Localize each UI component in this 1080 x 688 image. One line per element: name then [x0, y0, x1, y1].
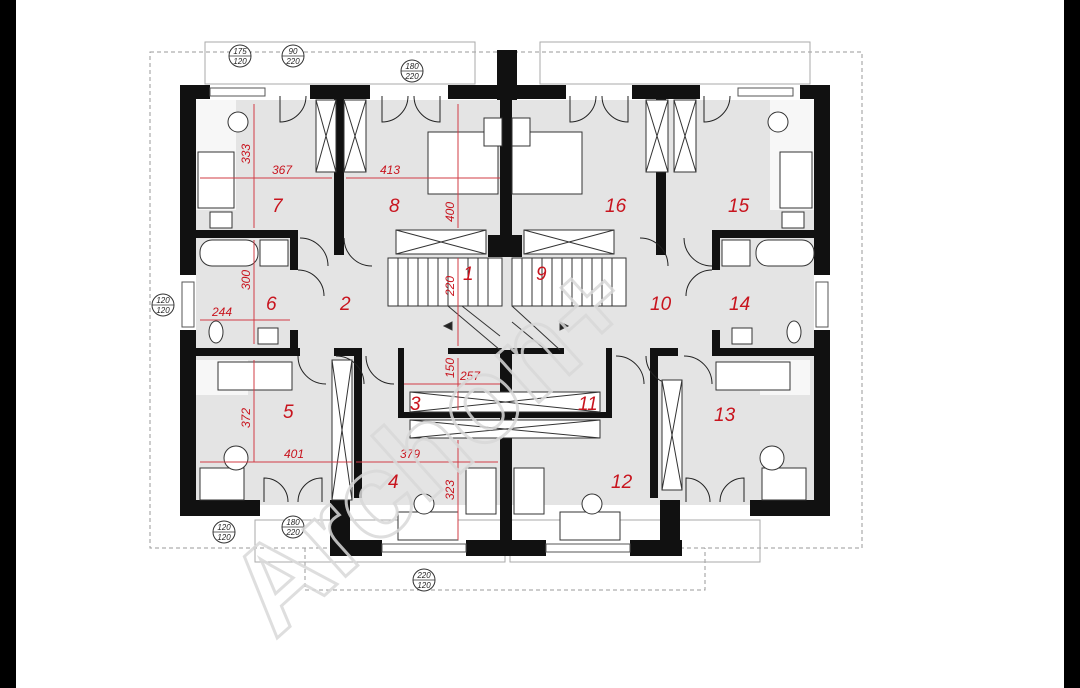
tag-5-bottom: 120: [217, 533, 231, 542]
size-tag-dividers: [152, 55, 435, 581]
dimension-lines: [200, 104, 500, 540]
left-border: [0, 0, 16, 688]
tag-5-top: 120: [217, 523, 231, 532]
room-16: 16: [605, 196, 627, 217]
room-11: 11: [578, 394, 598, 415]
room-14: 14: [729, 294, 750, 315]
room-1: 1: [463, 264, 474, 285]
room-13: 13: [714, 405, 736, 426]
dim-367: 367: [272, 163, 293, 177]
dim-244: 244: [211, 305, 232, 319]
dim-300: 300: [239, 270, 253, 290]
tag-1-top: 175: [233, 47, 247, 56]
tag-4-bottom: 120: [156, 306, 170, 315]
room-numbers: 1 2 3 4 5 6 7 8 9 10 11 12 13 14 15 16: [266, 196, 750, 493]
tag-6-top: 180: [286, 518, 300, 527]
dim-220: 220: [443, 276, 457, 297]
bathroom-fixtures: [199, 239, 815, 345]
dim-372: 372: [239, 408, 253, 428]
furniture: [197, 111, 813, 541]
size-tag-labels: 175 120 90 220 180 220 120 120 120 120 1…: [156, 47, 431, 590]
doors: [263, 95, 745, 503]
windows: [181, 87, 829, 553]
tag-6-bottom: 220: [285, 528, 300, 537]
room-3: 3: [410, 394, 421, 415]
room-9: 9: [536, 264, 547, 285]
room-12: 12: [611, 472, 633, 493]
tag-2-top: 90: [289, 47, 298, 56]
tag-7-top: 220: [416, 571, 431, 580]
room-8: 8: [389, 196, 400, 217]
tag-2-bottom: 220: [285, 57, 300, 66]
walls: [180, 50, 830, 556]
dim-323: 323: [443, 480, 457, 500]
room-7: 7: [272, 196, 284, 217]
dim-257: 257: [459, 369, 481, 383]
dim-400: 400: [443, 202, 457, 222]
room-15: 15: [728, 196, 750, 217]
dimension-labels: 367 413 244 257 401 379 333 400 300 220 …: [211, 144, 481, 500]
staircases: [387, 257, 627, 351]
room-10: 10: [650, 294, 672, 315]
dim-413: 413: [380, 163, 400, 177]
room-2: 2: [339, 294, 351, 315]
room-5: 5: [283, 402, 294, 423]
dim-150: 150: [443, 358, 457, 378]
dim-401: 401: [284, 447, 304, 461]
right-border: [1064, 0, 1080, 688]
tag-4-top: 120: [156, 296, 170, 305]
room-4: 4: [388, 472, 399, 493]
dim-379: 379: [400, 447, 420, 461]
tag-7-bottom: 120: [417, 581, 431, 590]
room-6: 6: [266, 294, 277, 315]
dim-333: 333: [239, 144, 253, 164]
plot-outline: [149, 51, 863, 591]
tag-3-bottom: 220: [404, 72, 419, 81]
tag-1-bottom: 120: [233, 57, 247, 66]
tag-3-top: 180: [405, 62, 419, 71]
